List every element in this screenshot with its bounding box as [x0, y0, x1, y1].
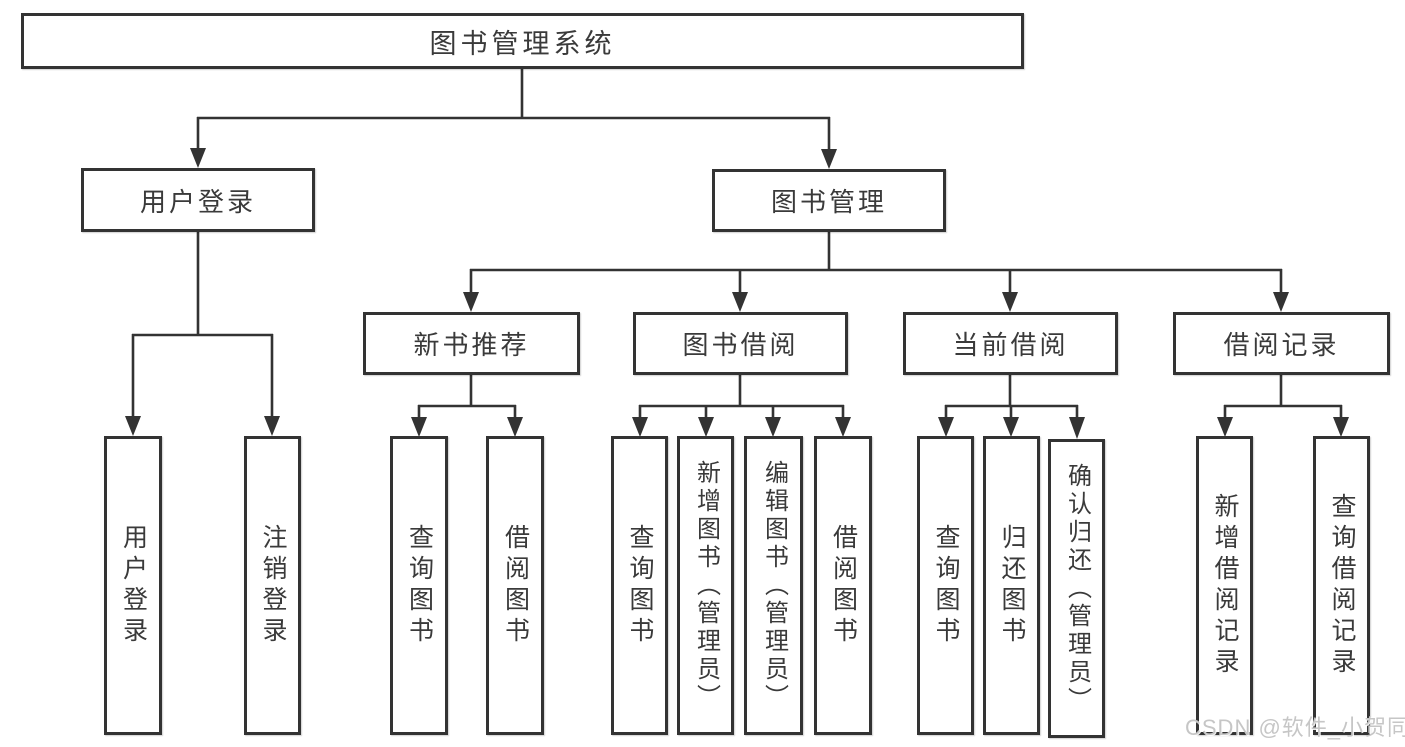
- node-br-add-borrow-record: 新增借阅记录: [1196, 436, 1253, 735]
- node-label: 确认归还（管理员）: [1063, 462, 1091, 715]
- node-label: 新增借阅记录: [1211, 492, 1239, 679]
- node-br-query-borrow-record: 查询借阅记录: [1313, 436, 1370, 735]
- node-label: 查询图书: [405, 523, 434, 648]
- node-nbr-borrow-book: 借阅图书: [486, 436, 544, 735]
- node-label: 新书推荐: [413, 330, 530, 360]
- watermark: CSDN @软件_小贺同学: [1185, 715, 1405, 740]
- node-current-borrowing: 当前借阅: [903, 312, 1118, 375]
- connector-lines-path: [131, 69, 1343, 419]
- node-label: 查询图书: [626, 523, 654, 648]
- node-leaf-logout: 注销登录: [244, 436, 301, 735]
- node-label: 借阅图书: [501, 523, 530, 648]
- node-label: 图书管理系统: [429, 28, 616, 59]
- node-label: 图书管理: [770, 187, 887, 217]
- node-label: 新增图书（管理员）: [692, 459, 720, 712]
- node-library-management-system: 图书管理系统: [21, 13, 1024, 69]
- node-label: 查询借阅记录: [1328, 492, 1356, 679]
- node-cb-confirm-return-admin: 确认归还（管理员）: [1048, 439, 1105, 738]
- node-bb-query-book: 查询图书: [611, 436, 668, 735]
- node-label: 借阅记录: [1223, 330, 1340, 360]
- node-label: 图书借阅: [682, 330, 799, 360]
- node-new-book-recommendation: 新书推荐: [363, 312, 580, 375]
- node-borrowing-records: 借阅记录: [1173, 312, 1390, 375]
- node-label: 用户登录: [139, 186, 256, 217]
- node-bb-add-book-admin: 新增图书（管理员）: [677, 436, 734, 735]
- node-cb-return-book: 归还图书: [983, 436, 1040, 735]
- node-label: 用户登录: [119, 523, 148, 648]
- node-label: 借阅图书: [829, 523, 858, 648]
- node-label: 注销登录: [259, 523, 287, 648]
- node-book-borrowing: 图书借阅: [633, 312, 848, 375]
- node-nbr-query-book: 查询图书: [390, 436, 448, 735]
- arrowhead-markers: [125, 148, 1349, 439]
- node-label: 编辑图书（管理员）: [760, 459, 788, 712]
- node-user-login-branch: 用户登录: [81, 168, 315, 232]
- node-bb-borrow-book: 借阅图书: [814, 436, 872, 735]
- node-leaf-user-login: 用户登录: [104, 436, 162, 735]
- node-label: 查询图书: [932, 523, 960, 648]
- node-bb-edit-book-admin: 编辑图书（管理员）: [744, 436, 803, 735]
- node-book-management: 图书管理: [712, 169, 946, 232]
- node-label: 归还图书: [998, 523, 1026, 648]
- node-cb-query-book: 查询图书: [917, 436, 974, 735]
- node-label: 当前借阅: [952, 330, 1069, 360]
